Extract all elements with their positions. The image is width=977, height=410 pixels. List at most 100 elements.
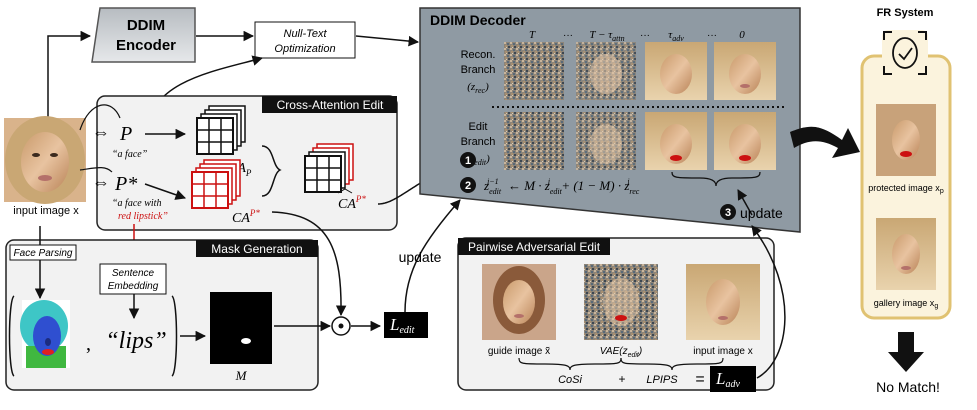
update-equation: zediti−1 ← M · zediti + (1 − M) · zreci — [483, 177, 640, 196]
guide-image-label: guide image x̃ — [488, 346, 550, 357]
ca-p-grid-icon — [196, 105, 246, 155]
svg-text:1: 1 — [465, 155, 471, 167]
face-parsing-box: Face Parsing — [9, 244, 77, 261]
input-image — [4, 116, 86, 204]
timestep-T: T — [529, 29, 536, 41]
mask-label: M — [235, 368, 248, 383]
equals-term: = — [695, 371, 704, 388]
plus-term: + — [618, 372, 625, 386]
recon-branch-line2: Branch — [461, 64, 496, 76]
elementwise-product-dot — [338, 323, 344, 329]
timestep-tau-adv: τadv — [668, 29, 684, 43]
arrow-capstar-to-odot — [271, 211, 347, 317]
loss-adv-box: Ladv — [710, 366, 756, 392]
timestep-dots-1: ··· — [563, 30, 573, 41]
brace-edit-row — [671, 171, 761, 187]
recon-branch-var: (zrec) — [467, 81, 489, 95]
face-id-icon — [882, 30, 928, 76]
arrow-input-to-p — [79, 104, 121, 131]
loss-edit-box: Ledit — [384, 312, 428, 338]
timestep-dots-3: ··· — [707, 30, 717, 41]
equiv-symbol-pstar: ⇔ — [92, 172, 110, 192]
fr-system-title: FR System — [877, 7, 934, 19]
ca-pstar-label: CAP* — [232, 208, 260, 226]
prompt-pstar-caption-2: red lipstick” — [118, 211, 168, 222]
arrow-fr-to-result — [888, 332, 924, 372]
sentence-embedding-line2: Embedding — [108, 281, 159, 292]
null-text-line1: Null-Text — [284, 28, 328, 40]
arrow-loss-update — [404, 199, 461, 313]
edit-noise-1 — [504, 112, 564, 170]
ca-hat-hat — [337, 188, 353, 194]
arrow-lossadv-to-update — [751, 225, 786, 379]
gallery-image — [876, 218, 936, 290]
arrow-pstar-to-ca — [144, 183, 186, 200]
timestep-zero: 0 — [739, 29, 745, 41]
step-badge-1: 1 — [460, 152, 476, 168]
ddim-encoder-block: DDIM Encoder — [91, 7, 196, 63]
timestep-T-minus-attn: T − τattn — [589, 29, 624, 43]
big-arrow-to-fr — [790, 126, 860, 158]
arrow-input-to-encoder — [47, 30, 92, 118]
vae-image — [584, 264, 658, 340]
recon-row-images — [504, 42, 776, 100]
protected-image — [876, 104, 936, 176]
input-image-label: input image x — [13, 205, 79, 217]
step-badge-2: 2 — [460, 177, 476, 193]
sentence-embedding-line1: Sentence — [112, 268, 155, 279]
pairwise-title: Pairwise Adversarial Edit — [468, 240, 601, 254]
encoder-line1: DDIM — [127, 17, 165, 34]
lips-keyword: “lips” — [105, 328, 166, 354]
step-badge-3: 3 — [720, 204, 736, 220]
mask-generation-title: Mask Generation — [211, 242, 302, 256]
right-bracket — [171, 295, 178, 377]
timestep-dots-2: ··· — [640, 30, 650, 41]
edit-branch-line2: Branch — [461, 136, 496, 148]
svg-text:2: 2 — [465, 180, 471, 192]
svg-text:3: 3 — [725, 207, 731, 219]
ca-hat-grid-icon — [304, 143, 354, 193]
ca-pstar-grid-icon — [191, 159, 241, 209]
loss-edit-label: Ledit — [389, 315, 415, 336]
vae-image-label: VAE(zedit) — [600, 346, 642, 359]
pairwise-input-label: input image x — [693, 346, 752, 357]
edit-row-images — [504, 112, 776, 170]
decoder-title: DDIM Decoder — [430, 12, 526, 28]
arrow-nulltext-to-decoder — [355, 35, 420, 47]
update-label-right: update — [740, 205, 783, 221]
pairwise-input-image — [686, 264, 760, 340]
sentence-embedding-box: Sentence Embedding — [99, 263, 167, 295]
arrow-input-to-pstar — [79, 167, 113, 173]
cross-attention-edit-panel: Cross-Attention Edit — [96, 95, 398, 231]
cross-attention-title: Cross-Attention Edit — [277, 98, 384, 112]
fr-result: No Match! — [876, 379, 940, 395]
update-label-left: update — [399, 249, 442, 265]
loss-adv-label: Ladv — [715, 369, 740, 390]
equiv-symbol-p: ⇔ — [92, 122, 110, 142]
comma-symbol: , — [86, 333, 91, 355]
face-parsing-map — [8, 295, 70, 377]
recon-noise-1 — [504, 42, 564, 100]
prompt-pstar-caption-1: “a face with — [112, 198, 161, 209]
arrow-update-to-brace — [737, 189, 753, 216]
prompt-p-caption: “a face” — [112, 149, 148, 160]
combine-bracket — [261, 145, 282, 197]
protected-image-label: protected image xp — [868, 183, 944, 195]
null-text-optimization-box: Null-Text Optimization — [254, 21, 356, 59]
cosi-term: CoSi — [558, 374, 582, 386]
gallery-image-label: gallery image xg — [874, 298, 939, 310]
prompt-pstar: P* — [114, 173, 137, 195]
recon-branch-line1: Recon. — [461, 49, 496, 61]
face-parsing-label: Face Parsing — [14, 248, 73, 259]
null-text-line2: Optimization — [274, 43, 335, 55]
prompt-p: P — [119, 123, 132, 145]
lpips-term: LPIPS — [646, 374, 678, 386]
mask-image — [210, 292, 272, 364]
ca-hat-label: CAP* — [338, 194, 366, 212]
encoder-line2: Encoder — [116, 37, 176, 54]
brace-cosi — [518, 357, 622, 371]
guide-image — [482, 264, 556, 340]
brace-lpips — [620, 357, 724, 371]
edit-branch-line1: Edit — [469, 121, 488, 133]
